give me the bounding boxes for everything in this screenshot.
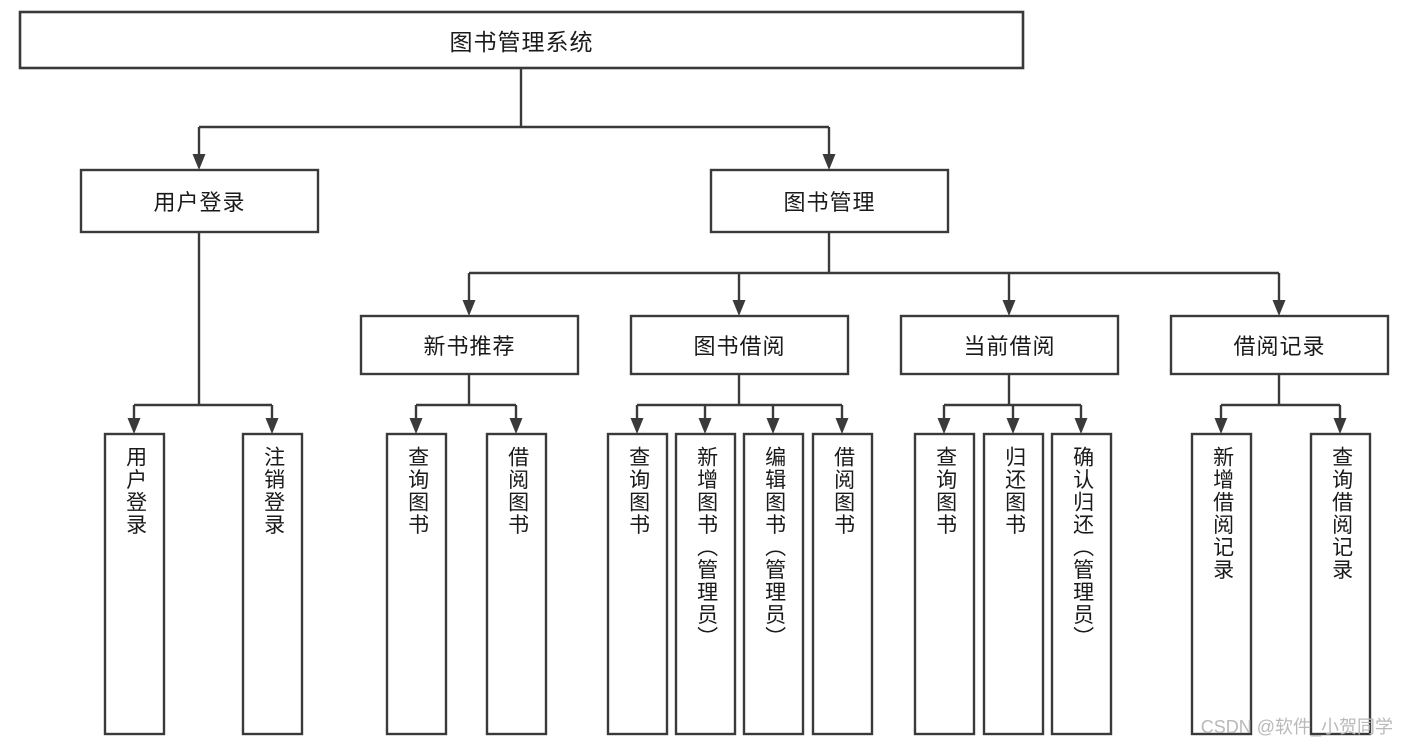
node-box-leaf-add-book[interactable] bbox=[674, 432, 737, 736]
arrow-head-icon bbox=[937, 418, 951, 434]
node-box-book-management[interactable] bbox=[709, 168, 950, 234]
connector-group-borrowrecords-to-leaves bbox=[1214, 374, 1347, 434]
arrow-head-icon bbox=[1006, 418, 1020, 434]
connector-group-userlogin-to-leaves bbox=[127, 232, 279, 434]
connector-group-recommend-to-leaves bbox=[409, 374, 523, 434]
arrow-head-icon bbox=[192, 154, 206, 170]
node-box-new-book-recommend[interactable] bbox=[359, 314, 580, 376]
node-box-leaf-query-borrow-record[interactable] bbox=[1309, 432, 1372, 736]
node-box-leaf-query-book-borrow[interactable] bbox=[606, 432, 669, 736]
node-box-book-borrow[interactable] bbox=[629, 314, 850, 376]
connector-group-currentborrow-to-leaves bbox=[937, 374, 1088, 434]
node-box-leaf-logout[interactable] bbox=[241, 432, 304, 736]
node-box-leaf-query-book-current[interactable] bbox=[913, 432, 976, 736]
arrow-head-icon bbox=[509, 418, 523, 434]
node-box-root[interactable] bbox=[18, 10, 1025, 70]
arrow-head-icon bbox=[1333, 418, 1347, 434]
arrow-head-icon bbox=[732, 300, 746, 316]
arrow-head-icon bbox=[127, 418, 141, 434]
arrow-head-icon bbox=[1002, 300, 1016, 316]
connectors-layer bbox=[127, 68, 1347, 434]
node-box-borrow-records[interactable] bbox=[1169, 314, 1390, 376]
node-box-leaf-user-login[interactable] bbox=[103, 432, 166, 736]
node-box-leaf-borrow-book-recommend[interactable] bbox=[485, 432, 548, 736]
connector-group-bookborrow-to-leaves bbox=[630, 374, 849, 434]
arrow-head-icon bbox=[630, 418, 644, 434]
arrow-head-icon bbox=[822, 154, 836, 170]
node-box-current-borrow[interactable] bbox=[899, 314, 1120, 376]
arrow-head-icon bbox=[462, 300, 476, 316]
node-box-user-login[interactable] bbox=[79, 168, 320, 234]
connector-group-root-to-level2 bbox=[192, 68, 836, 170]
arrow-head-icon bbox=[1074, 418, 1088, 434]
arrow-head-icon bbox=[409, 418, 423, 434]
csdn-watermark: CSDN @软件_小贺同学 bbox=[1200, 717, 1393, 737]
node-box-leaf-confirm-return[interactable] bbox=[1050, 432, 1113, 736]
connector-group-bookmanagement-to-level3 bbox=[462, 232, 1286, 316]
node-box-leaf-query-book-recommend[interactable] bbox=[385, 432, 448, 736]
arrow-head-icon bbox=[835, 418, 849, 434]
node-box-leaf-edit-book[interactable] bbox=[742, 432, 805, 736]
node-box-leaf-add-borrow-record[interactable] bbox=[1190, 432, 1253, 736]
arrow-head-icon bbox=[1272, 300, 1286, 316]
node-box-leaf-borrow-book[interactable] bbox=[811, 432, 874, 736]
boxes-layer bbox=[18, 10, 1390, 736]
arrow-head-icon bbox=[1214, 418, 1228, 434]
arrow-head-icon bbox=[766, 418, 780, 434]
arrow-head-icon bbox=[265, 418, 279, 434]
node-box-leaf-return-book[interactable] bbox=[982, 432, 1045, 736]
arrow-head-icon bbox=[698, 418, 712, 434]
